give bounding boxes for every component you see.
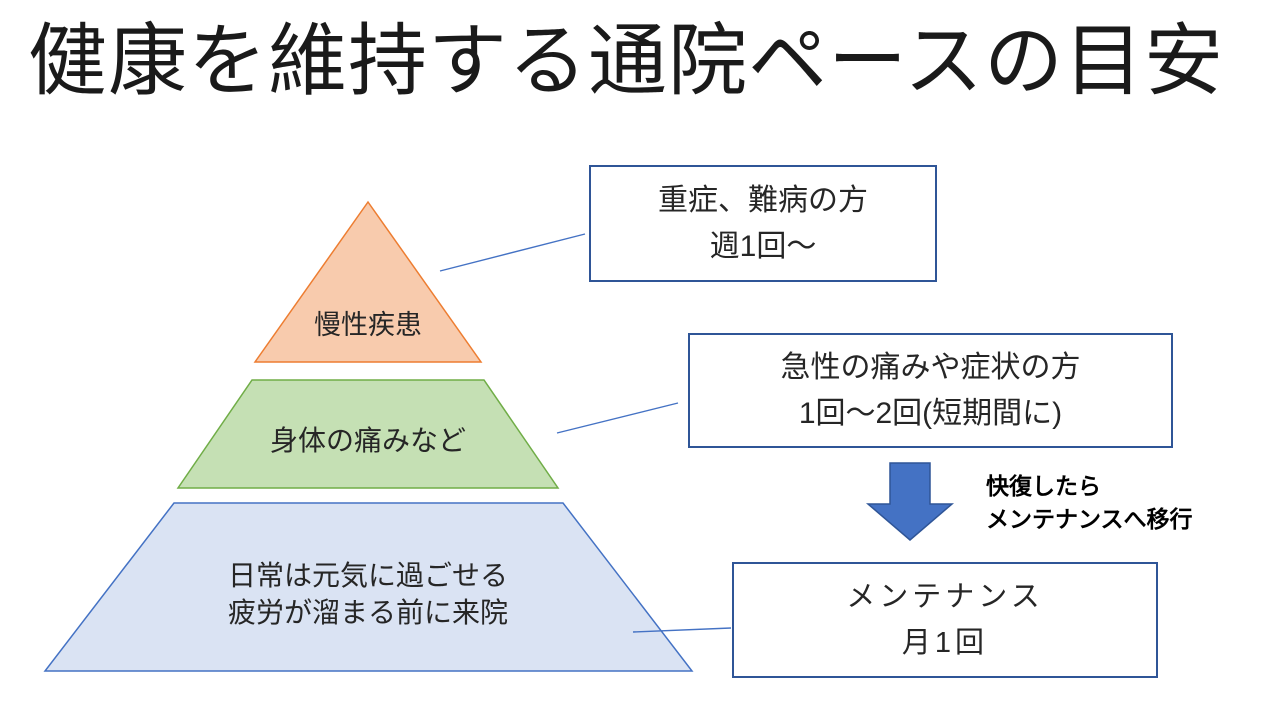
- callout-acute-line1: 急性の痛みや症状の方: [780, 350, 1081, 384]
- callout-maintenance-box: メンテナンス 月1回: [732, 562, 1158, 678]
- pyramid-bottom-trapezoid: [43, 502, 694, 672]
- connector-top: [439, 233, 586, 272]
- pyramid-bottom-label: 日常は元気に過ごせる 疲労が溜まる前に来院: [188, 557, 548, 631]
- pyramid-middle-label: 身体の痛みなど: [269, 425, 466, 456]
- callout-severe-box: 重症、難病の方 週1回～: [589, 165, 937, 282]
- callout-maintenance-line1: メンテナンス: [846, 581, 1044, 613]
- arrow-note-line1: 快復したら: [986, 473, 1101, 499]
- pyramid-top-triangle: [253, 200, 483, 363]
- connector-bottom: [632, 627, 732, 633]
- down-arrow-icon: [865, 462, 955, 541]
- pyramid-top-label: 慢性疾患: [314, 310, 422, 340]
- callout-maintenance-line2: 月1回: [901, 627, 989, 659]
- callout-severe-line1: 重症、難病の方: [658, 183, 868, 217]
- callout-acute-box: 急性の痛みや症状の方 1回～2回(短期間に): [688, 333, 1173, 448]
- arrow-note-line2: メンテナンスへ移行: [986, 506, 1193, 532]
- connector-middle: [556, 402, 679, 434]
- arrow-note: 快復したら メンテナンスへ移行: [986, 470, 1193, 536]
- pyramid-bottom-label-line1: 日常は元気に過ごせる: [227, 560, 508, 591]
- pyramid-middle-trapezoid: [176, 379, 560, 489]
- callout-severe-line2: 週1回～: [709, 229, 817, 263]
- callout-acute-line2: 1回～2回(短期間に): [798, 396, 1063, 430]
- slide-title: 健康を維持する通院ペースの目安: [28, 16, 1225, 105]
- pyramid-bottom-label-line2: 疲労が溜まる前に来院: [227, 597, 508, 628]
